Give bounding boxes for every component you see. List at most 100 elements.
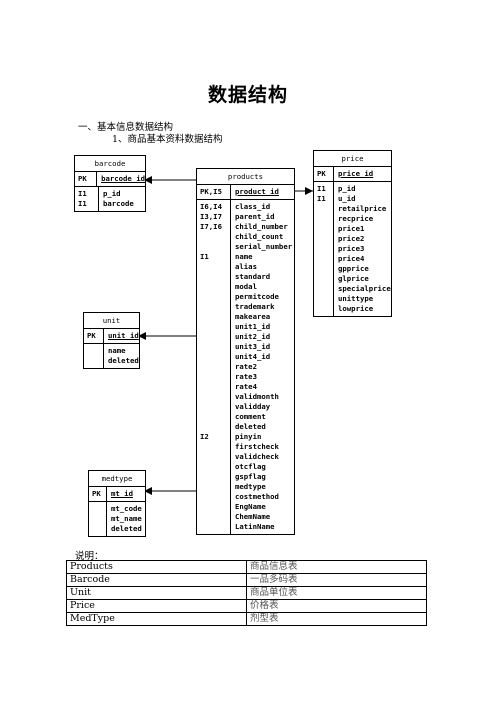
field-name: child_count — [235, 232, 284, 241]
field-name: trademark — [235, 302, 275, 311]
field-name: mt_id — [111, 489, 133, 498]
entity-header: unit — [84, 313, 139, 329]
section-heading: 一、基本信息数据结构 — [78, 122, 174, 133]
field-name: p_id — [103, 189, 121, 198]
field-name: validday — [235, 402, 271, 411]
key-label — [317, 224, 333, 234]
key-label — [200, 292, 230, 302]
key-label — [317, 274, 333, 284]
field-name: rate2 — [235, 362, 257, 371]
table-description: 商品单位表 — [246, 586, 427, 600]
field-name: firstcheck — [235, 442, 279, 451]
field-name: lowprice — [338, 304, 374, 313]
key-label — [200, 302, 230, 312]
entity-header: products — [197, 169, 294, 185]
key-labels: PK — [89, 487, 107, 501]
field-name: permitcode — [235, 292, 279, 301]
field-name: modal — [235, 282, 257, 291]
table-description: 商品信息表 — [246, 560, 427, 574]
table-name: Barcode — [66, 573, 247, 587]
field-name: unit2_id — [235, 332, 271, 341]
page-title: 数据结构 — [207, 84, 288, 106]
key-label — [200, 352, 230, 362]
key-labels — [89, 502, 107, 536]
key-label — [200, 412, 230, 422]
field-name: price2 — [338, 234, 365, 243]
key-label — [87, 346, 103, 356]
field-name: name — [108, 346, 126, 355]
key-label — [317, 294, 333, 304]
key-label — [317, 264, 333, 274]
field-name: rate3 — [235, 372, 257, 381]
field-name: serial_number — [235, 242, 293, 251]
key-label — [200, 462, 230, 472]
key-label — [200, 392, 230, 402]
key-label — [317, 254, 333, 264]
field-name: specialprice — [338, 284, 391, 293]
key-label — [317, 244, 333, 254]
field-name: EngName — [235, 502, 266, 511]
key-label — [200, 382, 230, 392]
key-label — [200, 492, 230, 502]
key-label — [200, 262, 230, 272]
key-label: I7,I6 — [200, 222, 222, 231]
key-labels: PK — [84, 329, 104, 343]
key-label — [200, 452, 230, 462]
field-name: costmethod — [235, 492, 279, 501]
key-label: PK — [87, 331, 96, 340]
key-label: I3,I7 — [200, 212, 222, 221]
key-label: I2 — [200, 432, 209, 441]
field-name: class_id — [235, 202, 271, 211]
key-label — [200, 512, 230, 522]
field-name: u_id — [338, 194, 356, 203]
field-name: mt_code — [111, 504, 142, 513]
field-list: unit_id — [104, 329, 139, 343]
field-name: comment — [235, 412, 266, 421]
key-labels: PK,I5 — [197, 185, 231, 199]
key-labels — [84, 344, 104, 368]
field-name: makearea — [235, 312, 271, 321]
key-label — [200, 372, 230, 382]
pk-section: PK,I5 product_id — [197, 185, 294, 200]
field-list: price_id — [334, 167, 373, 181]
field-name: retailprice — [338, 204, 387, 213]
field-name: price_id — [338, 169, 374, 178]
entity-header: price — [314, 151, 391, 167]
table-name: Unit — [66, 586, 247, 600]
key-label — [92, 514, 106, 524]
field-list: product_id — [231, 185, 279, 199]
field-name: unit3_id — [235, 342, 271, 351]
key-label — [200, 422, 230, 432]
key-label: I6,I4 — [200, 202, 222, 211]
key-label: PK — [78, 174, 87, 183]
key-label: I1 — [78, 189, 87, 198]
key-label — [200, 362, 230, 372]
field-name: price1 — [338, 224, 365, 233]
field-name: unit4_id — [235, 352, 271, 361]
key-label — [200, 522, 230, 532]
field-name: unit_id — [108, 331, 139, 340]
table-description: 剂型表 — [246, 612, 427, 626]
field-list: mt_id — [107, 487, 133, 501]
field-name: product_id — [235, 187, 279, 196]
field-name: glprice — [338, 274, 369, 283]
table-name: MedType — [66, 612, 247, 626]
field-name: gspflag — [235, 472, 266, 481]
table-name: Price — [66, 599, 247, 613]
field-name: standard — [235, 272, 271, 281]
key-label — [200, 482, 230, 492]
key-label — [317, 284, 333, 294]
key-label — [317, 214, 333, 224]
